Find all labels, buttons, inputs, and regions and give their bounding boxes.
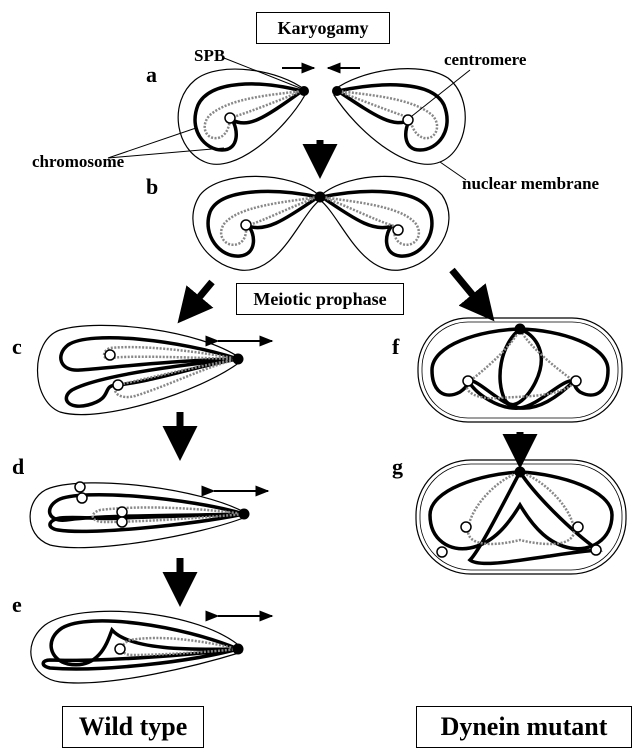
centromere: [437, 547, 447, 557]
centromere: [241, 220, 251, 230]
centromere: [591, 545, 601, 555]
panel-g-nucleus: [416, 460, 626, 574]
panel-b-nucleus: [193, 176, 449, 270]
chromosome: [50, 514, 244, 531]
spb: [315, 192, 326, 203]
spb: [233, 354, 244, 365]
centromere: [571, 376, 581, 386]
spb: [299, 86, 309, 96]
centromere: [225, 113, 235, 123]
panel-a-nuclei: [108, 58, 470, 180]
chromosome: [322, 197, 419, 245]
spb: [515, 324, 526, 335]
membrane-leader: [440, 162, 466, 180]
centromere: [75, 482, 85, 492]
nuclear-membrane: [420, 464, 622, 570]
spb: [515, 467, 526, 478]
centromere: [403, 115, 413, 125]
chromosome: [195, 84, 302, 150]
centromere: [115, 644, 125, 654]
centromere: [463, 376, 473, 386]
spb: [233, 644, 244, 655]
arrow-b-to-f: [452, 270, 490, 316]
centromere: [461, 522, 471, 532]
panel-f-nucleus: [418, 318, 622, 422]
chromosome: [338, 85, 447, 150]
chromosome: [221, 197, 318, 245]
centromere: [117, 507, 127, 517]
chromosome: [430, 472, 612, 549]
spb: [332, 86, 342, 96]
panel-c-nucleus: [38, 325, 273, 414]
chromosome-leader: [108, 148, 224, 158]
centromere: [117, 517, 127, 527]
panel-e-nucleus: [31, 611, 272, 683]
centromere: [105, 350, 115, 360]
centromere: [393, 225, 403, 235]
spb: [239, 509, 250, 520]
chromosome: [338, 91, 437, 138]
chromosome: [500, 329, 541, 405]
chromosome: [205, 91, 302, 138]
panel-d-nucleus: [30, 482, 268, 548]
centromere: [113, 380, 123, 390]
arrow-b-to-c: [182, 282, 212, 318]
centromere: [77, 493, 87, 503]
chromosome-leader: [108, 128, 196, 158]
centromere: [573, 522, 583, 532]
centromere-leader: [412, 70, 470, 116]
